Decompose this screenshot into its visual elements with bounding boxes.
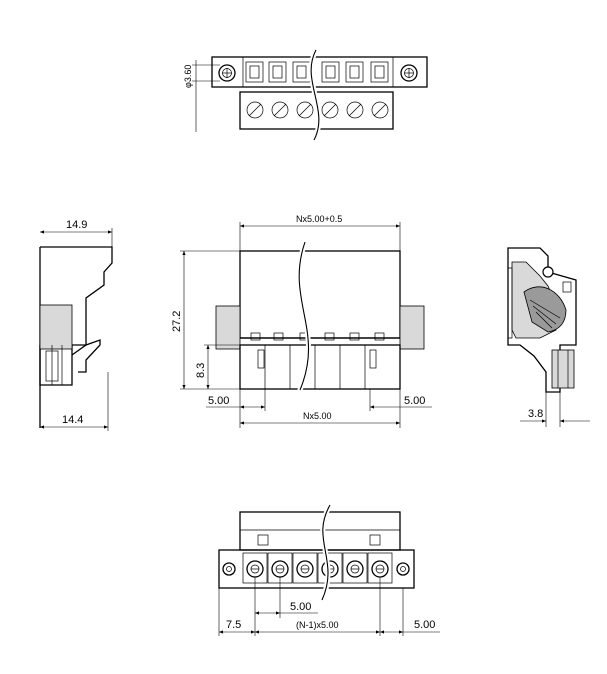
dim-hole-diameter: φ3.60 [183, 65, 193, 88]
dim-bottom-pitch: 5.00 [290, 601, 311, 613]
top-cells [242, 56, 394, 88]
dim-front-right-offset: 5.00 [404, 395, 425, 407]
dim-side-top-width: 14.9 [66, 219, 87, 231]
top-screws [246, 101, 389, 119]
front-contacts [257, 345, 377, 389]
dim-side-bottom-width: 14.4 [62, 414, 83, 426]
dim-bottom-left-offset: 7.5 [226, 619, 241, 631]
mounting-hole-left [218, 64, 236, 82]
front-teeth [250, 332, 385, 341]
top-view: φ3.60 [183, 48, 428, 142]
bottom-view: 5.00 7.5 (N-1)x5.00 5.00 [218, 503, 440, 636]
dim-bottom-right-offset: 5.00 [414, 619, 435, 631]
bottom-terminals [242, 552, 393, 584]
front-view: Nx5.00+0.5 27.2 8.3 5.00 5.00 Nx5.00 [171, 214, 432, 428]
dim-front-top-width: Nx5.00+0.5 [296, 214, 342, 224]
dim-front-low-height: 8.3 [195, 363, 207, 378]
dim-bottom-pitch-total: (N-1)x5.00 [296, 620, 339, 630]
bottom-mounting-hole-right [396, 562, 410, 576]
dim-front-height: 27.2 [171, 311, 183, 332]
mounting-hole-right [400, 64, 418, 82]
dim-front-left-offset: 5.00 [208, 395, 229, 407]
dim-right-view-offset: 3.8 [528, 408, 543, 420]
dim-front-pitch-total: Nx5.00 [303, 411, 332, 421]
right-view: 3.8 [507, 247, 590, 427]
side-view: 14.9 14.4 [39, 219, 113, 431]
bottom-mounting-hole-left [222, 562, 236, 576]
